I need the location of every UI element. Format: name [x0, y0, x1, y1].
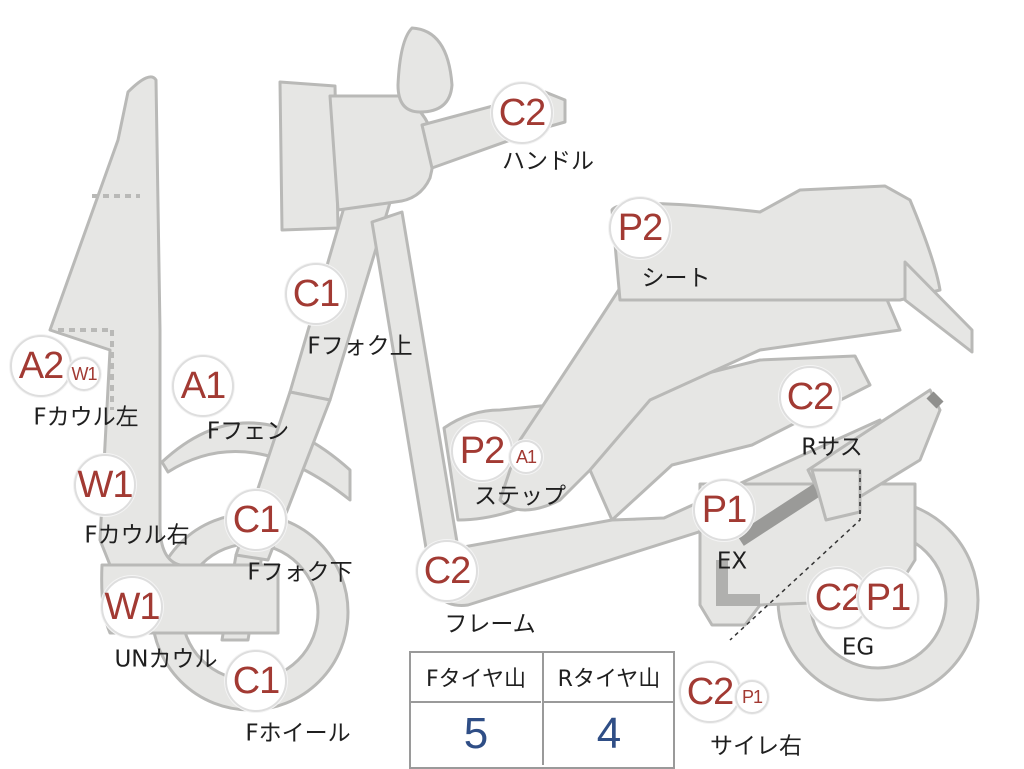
grade-badge-seat: P2 — [609, 197, 671, 259]
tire-value-front: 5 — [463, 709, 489, 758]
tire-tread-table: Fタイヤ山 Rタイヤ山 5 4 — [409, 651, 675, 769]
front-cowl-shape — [48, 75, 182, 567]
grade-badge-handle: C2 — [491, 82, 553, 144]
part-label-frame: フレーム — [444, 611, 536, 638]
part-label-step: ステップ — [474, 483, 566, 510]
grade-badge-step: P2 — [451, 420, 513, 482]
part-label-ex: EX — [716, 548, 748, 575]
part-label-eg: EG — [841, 634, 875, 661]
grade-badge-f-cowl-left: A2 — [10, 335, 72, 397]
part-label-f-cowl-right: Fカウル右 — [84, 522, 190, 549]
grade-badge-step-2: A1 — [509, 440, 543, 474]
grade-badge-side-cover-right: C2 — [679, 661, 741, 723]
part-label-f-cowl-left: Fカウル左 — [33, 404, 139, 431]
grade-badge-f-fender: A1 — [172, 355, 234, 417]
part-label-f-fender: Fフェン — [206, 418, 290, 445]
grade-badge-f-cowl-right: W1 — [74, 454, 136, 516]
grade-badge-un-cowl: W1 — [101, 576, 163, 638]
grade-badge-side-cover-right-2: P1 — [735, 680, 769, 714]
tire-value-rear: 4 — [542, 703, 674, 765]
part-label-f-fork-lower: Fフォク下 — [247, 559, 353, 586]
part-label-un-cowl: UNカウル — [114, 646, 218, 673]
part-label-r-sus: Rサス — [801, 434, 863, 461]
part-label-f-wheel: Fホイール — [245, 720, 351, 747]
headlight-shape — [278, 80, 340, 232]
grade-badge-eg-2: P1 — [857, 567, 919, 629]
tire-header-front: Fタイヤ山 — [411, 653, 541, 703]
mirror-shape — [396, 26, 454, 114]
grade-badge-f-wheel: C1 — [225, 650, 287, 712]
tire-header-rear: Rタイヤ山 — [542, 653, 674, 703]
grade-badge-f-fork-upper: C1 — [285, 263, 347, 325]
part-label-seat: シート — [641, 265, 711, 292]
part-label-f-fork-upper: Fフォク上 — [307, 333, 413, 360]
grade-badge-f-fork-lower: C1 — [225, 489, 287, 551]
grade-badge-ex: P1 — [693, 479, 755, 541]
grade-badge-f-cowl-left-2: W1 — [67, 357, 101, 391]
grade-badge-frame: C2 — [416, 540, 478, 602]
part-label-side-cover-right: サイレ右 — [710, 733, 802, 760]
part-label-handle: ハンドル — [502, 148, 594, 175]
grade-badge-r-sus: C2 — [779, 366, 841, 428]
